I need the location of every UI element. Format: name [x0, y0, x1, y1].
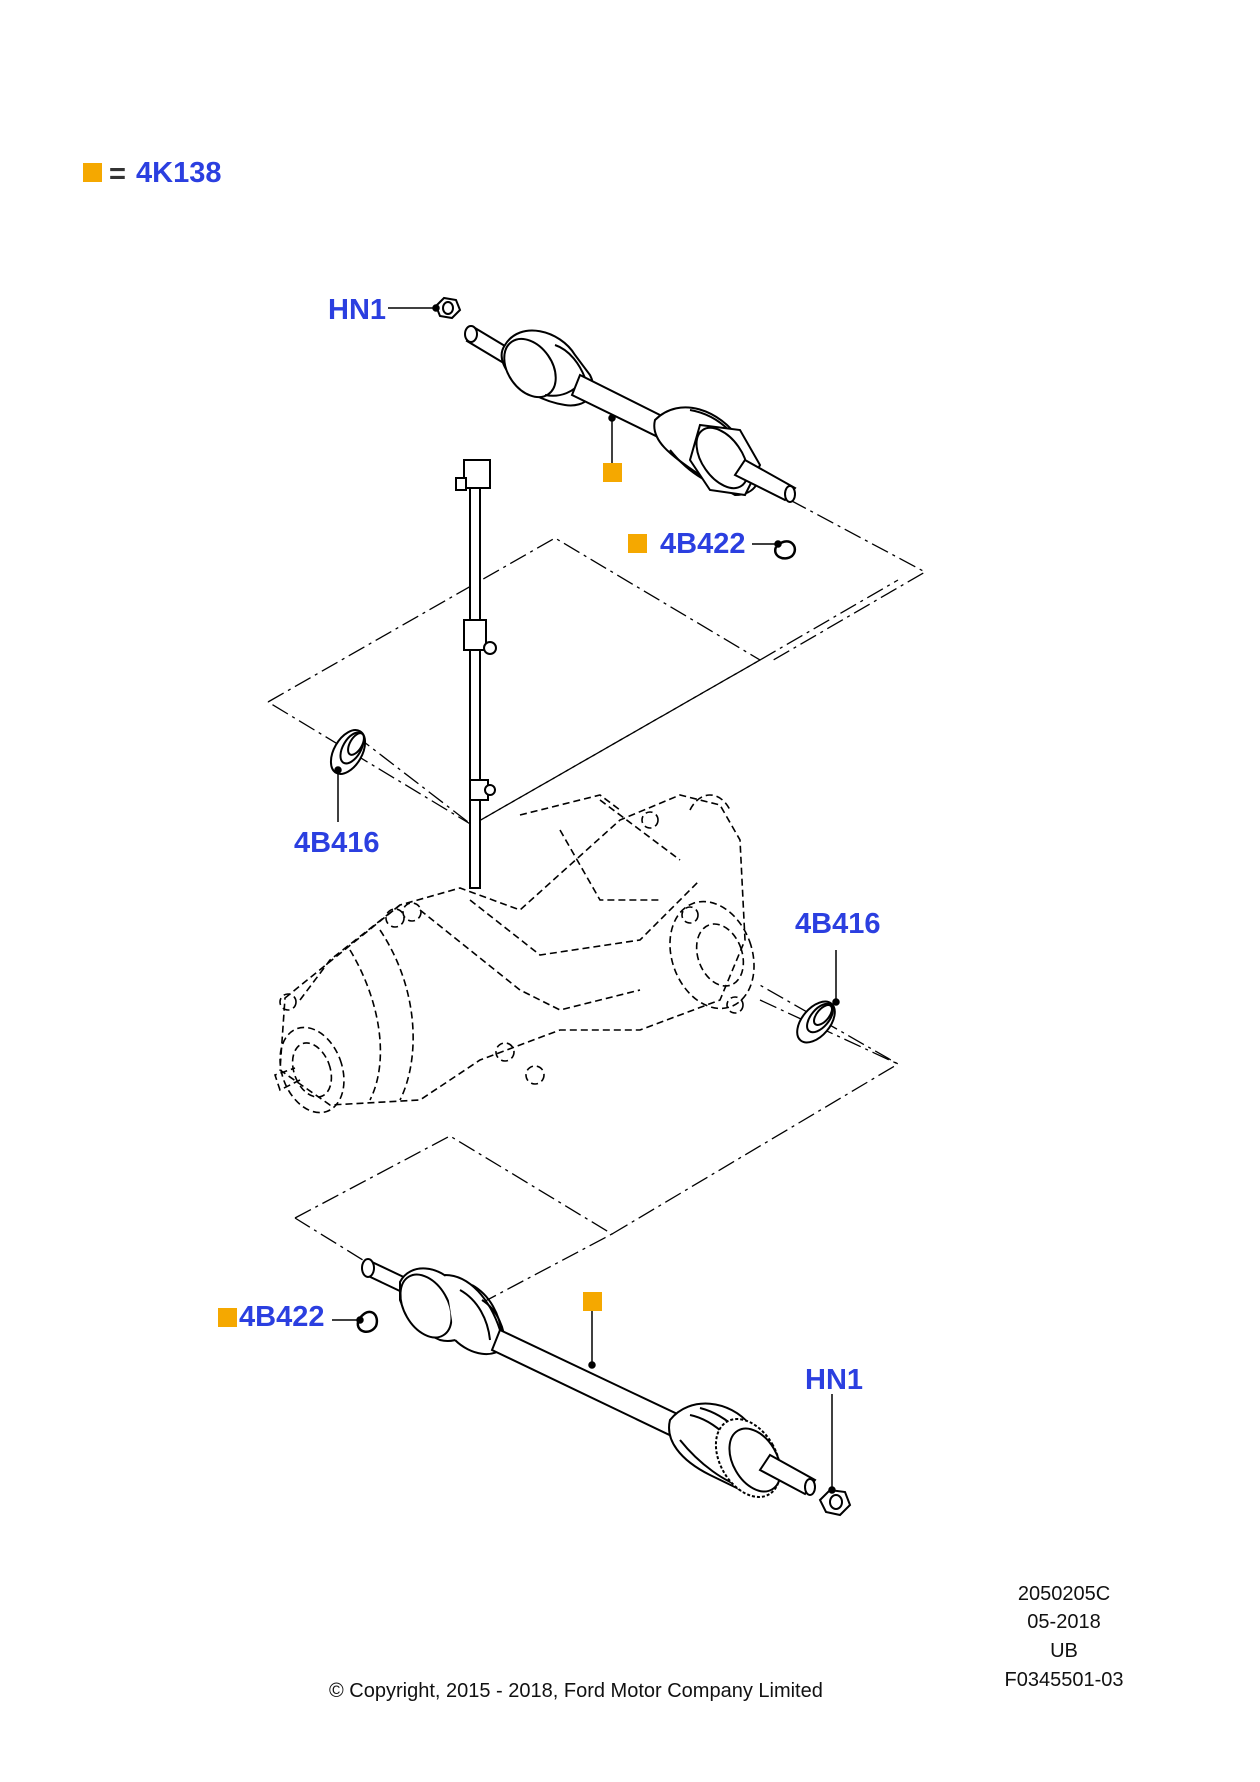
breather-tube — [455, 459, 497, 889]
marker-circlip-bottom-icon — [218, 1308, 237, 1327]
marker-bottom-shaft-icon — [583, 1292, 602, 1311]
label-nut-bottom: HN1 — [805, 1364, 864, 1396]
left-seal — [329, 729, 367, 775]
bottom-halfshaft — [361, 1258, 817, 1498]
legend-part-number: 4K138 — [136, 157, 222, 189]
legend-marker-icon — [83, 163, 102, 182]
top-circlip — [773, 540, 797, 560]
label-circlip-bottom: 4B422 — [239, 1301, 325, 1333]
right-seal — [796, 1000, 836, 1044]
marker-top-shaft-icon — [603, 463, 622, 482]
label-nut-top: HN1 — [328, 294, 387, 326]
legend-equals: = — [109, 158, 126, 190]
diagram-date: 05-2018 — [1027, 1611, 1101, 1633]
diagram-region: UB — [1050, 1640, 1078, 1662]
diagram-code: 2050205C — [1017, 1583, 1111, 1605]
bottom-nut — [818, 1488, 852, 1517]
top-halfshaft — [464, 325, 797, 503]
copyright-notice: © Copyright, 2015 - 2018, Ford Motor Com… — [329, 1680, 823, 1702]
marker-circlip-top-icon — [628, 534, 647, 553]
label-seal-right: 4B416 — [795, 908, 881, 940]
label-seal-left: 4B416 — [294, 827, 380, 859]
bottom-circlip — [356, 1310, 379, 1334]
leader-lines — [332, 304, 840, 1494]
top-nut — [434, 296, 462, 320]
rear-differential — [273, 794, 755, 1114]
label-circlip-top: 4B422 — [660, 528, 746, 560]
figure-code: F0345501-03 — [1004, 1669, 1124, 1691]
